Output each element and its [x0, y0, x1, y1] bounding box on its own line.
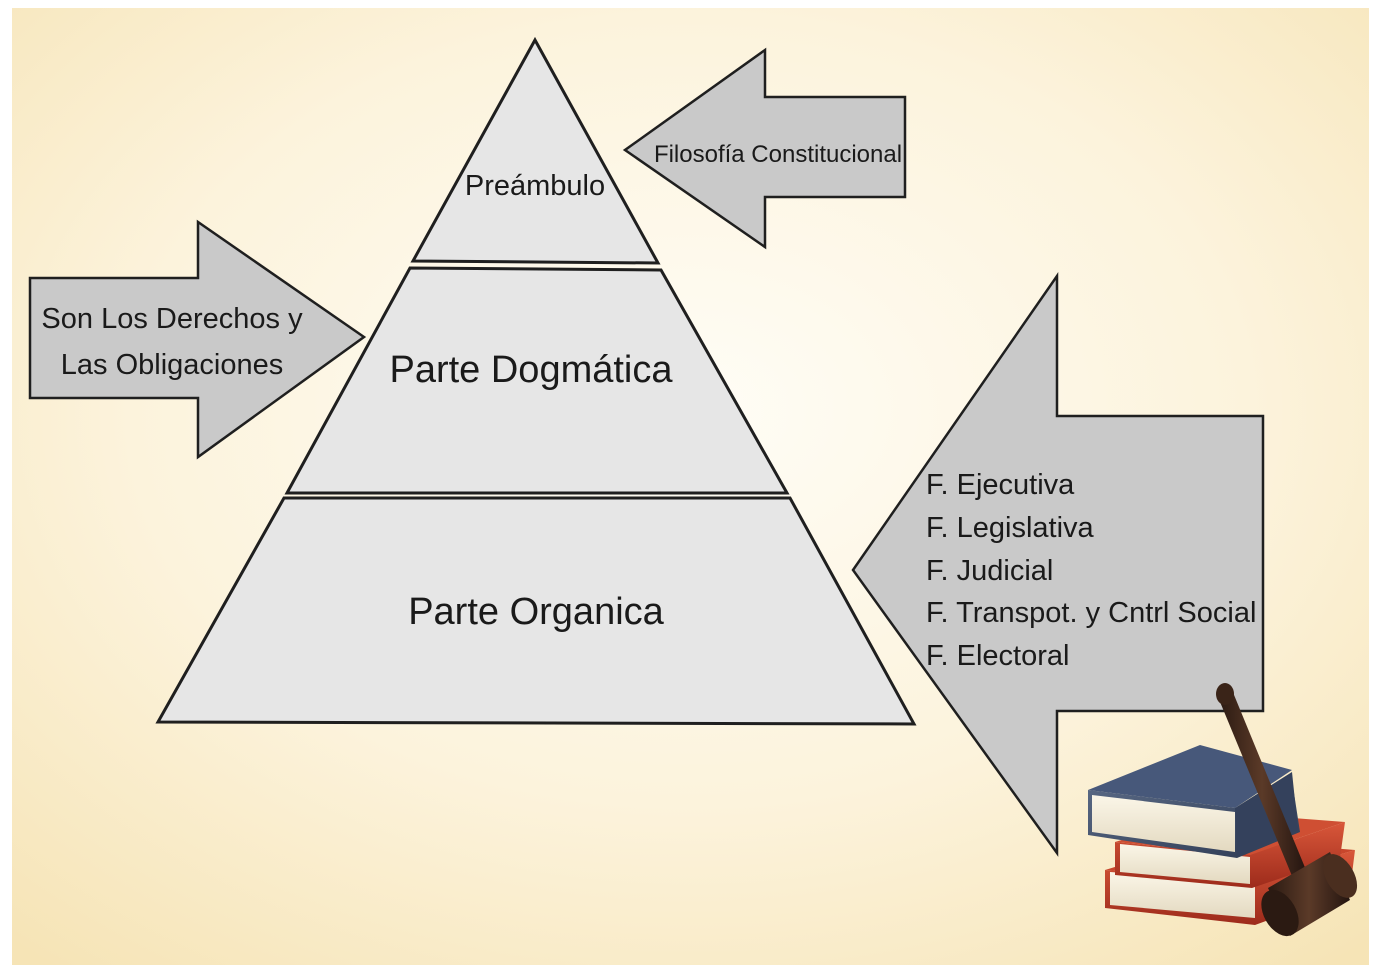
gavel-handle — [1218, 690, 1306, 876]
funcion-item-ejecutiva: F. Ejecutiva — [926, 469, 1075, 501]
pyramid-level-organica — [155, 496, 917, 726]
arrow-filosofia-label: Filosofía Constitucional — [654, 141, 902, 168]
arrow-derechos: Son Los Derechos y Las Obligaciones — [28, 219, 367, 460]
gavel-head — [1261, 852, 1358, 937]
funcion-item-judicial: F. Judicial — [926, 555, 1053, 587]
pyramid-level-dogmatica — [284, 266, 790, 495]
pyramid-label-organica: Parte Organica — [408, 591, 664, 633]
books-and-gavel-illustration — [1088, 683, 1358, 937]
funcion-item-electoral: F. Electoral — [926, 640, 1069, 672]
gavel-handle-knob — [1216, 683, 1234, 705]
pyramid-level-preambulo — [410, 36, 661, 265]
arrow-derechos-label-line2: Las Obligaciones — [61, 349, 283, 381]
arrow-filosofia-shape — [622, 47, 907, 250]
arrow-derechos-shape — [28, 219, 367, 460]
funcion-item-legislativa: F. Legislativa — [926, 512, 1095, 544]
pyramid-label-dogmatica: Parte Dogmática — [389, 349, 673, 391]
arrow-derechos-label-line1: Son Los Derechos y — [41, 303, 303, 335]
funcion-item-transparencia: F. Transpot. y Cntrl Social — [926, 597, 1256, 629]
pyramid-label-preambulo: Preámbulo — [465, 170, 605, 202]
arrow-filosofia: Filosofía Constitucional — [622, 47, 907, 250]
pyramid — [155, 36, 917, 726]
arrow-funciones: F. Ejecutiva F. Legislativa F. Judicial … — [851, 272, 1265, 857]
